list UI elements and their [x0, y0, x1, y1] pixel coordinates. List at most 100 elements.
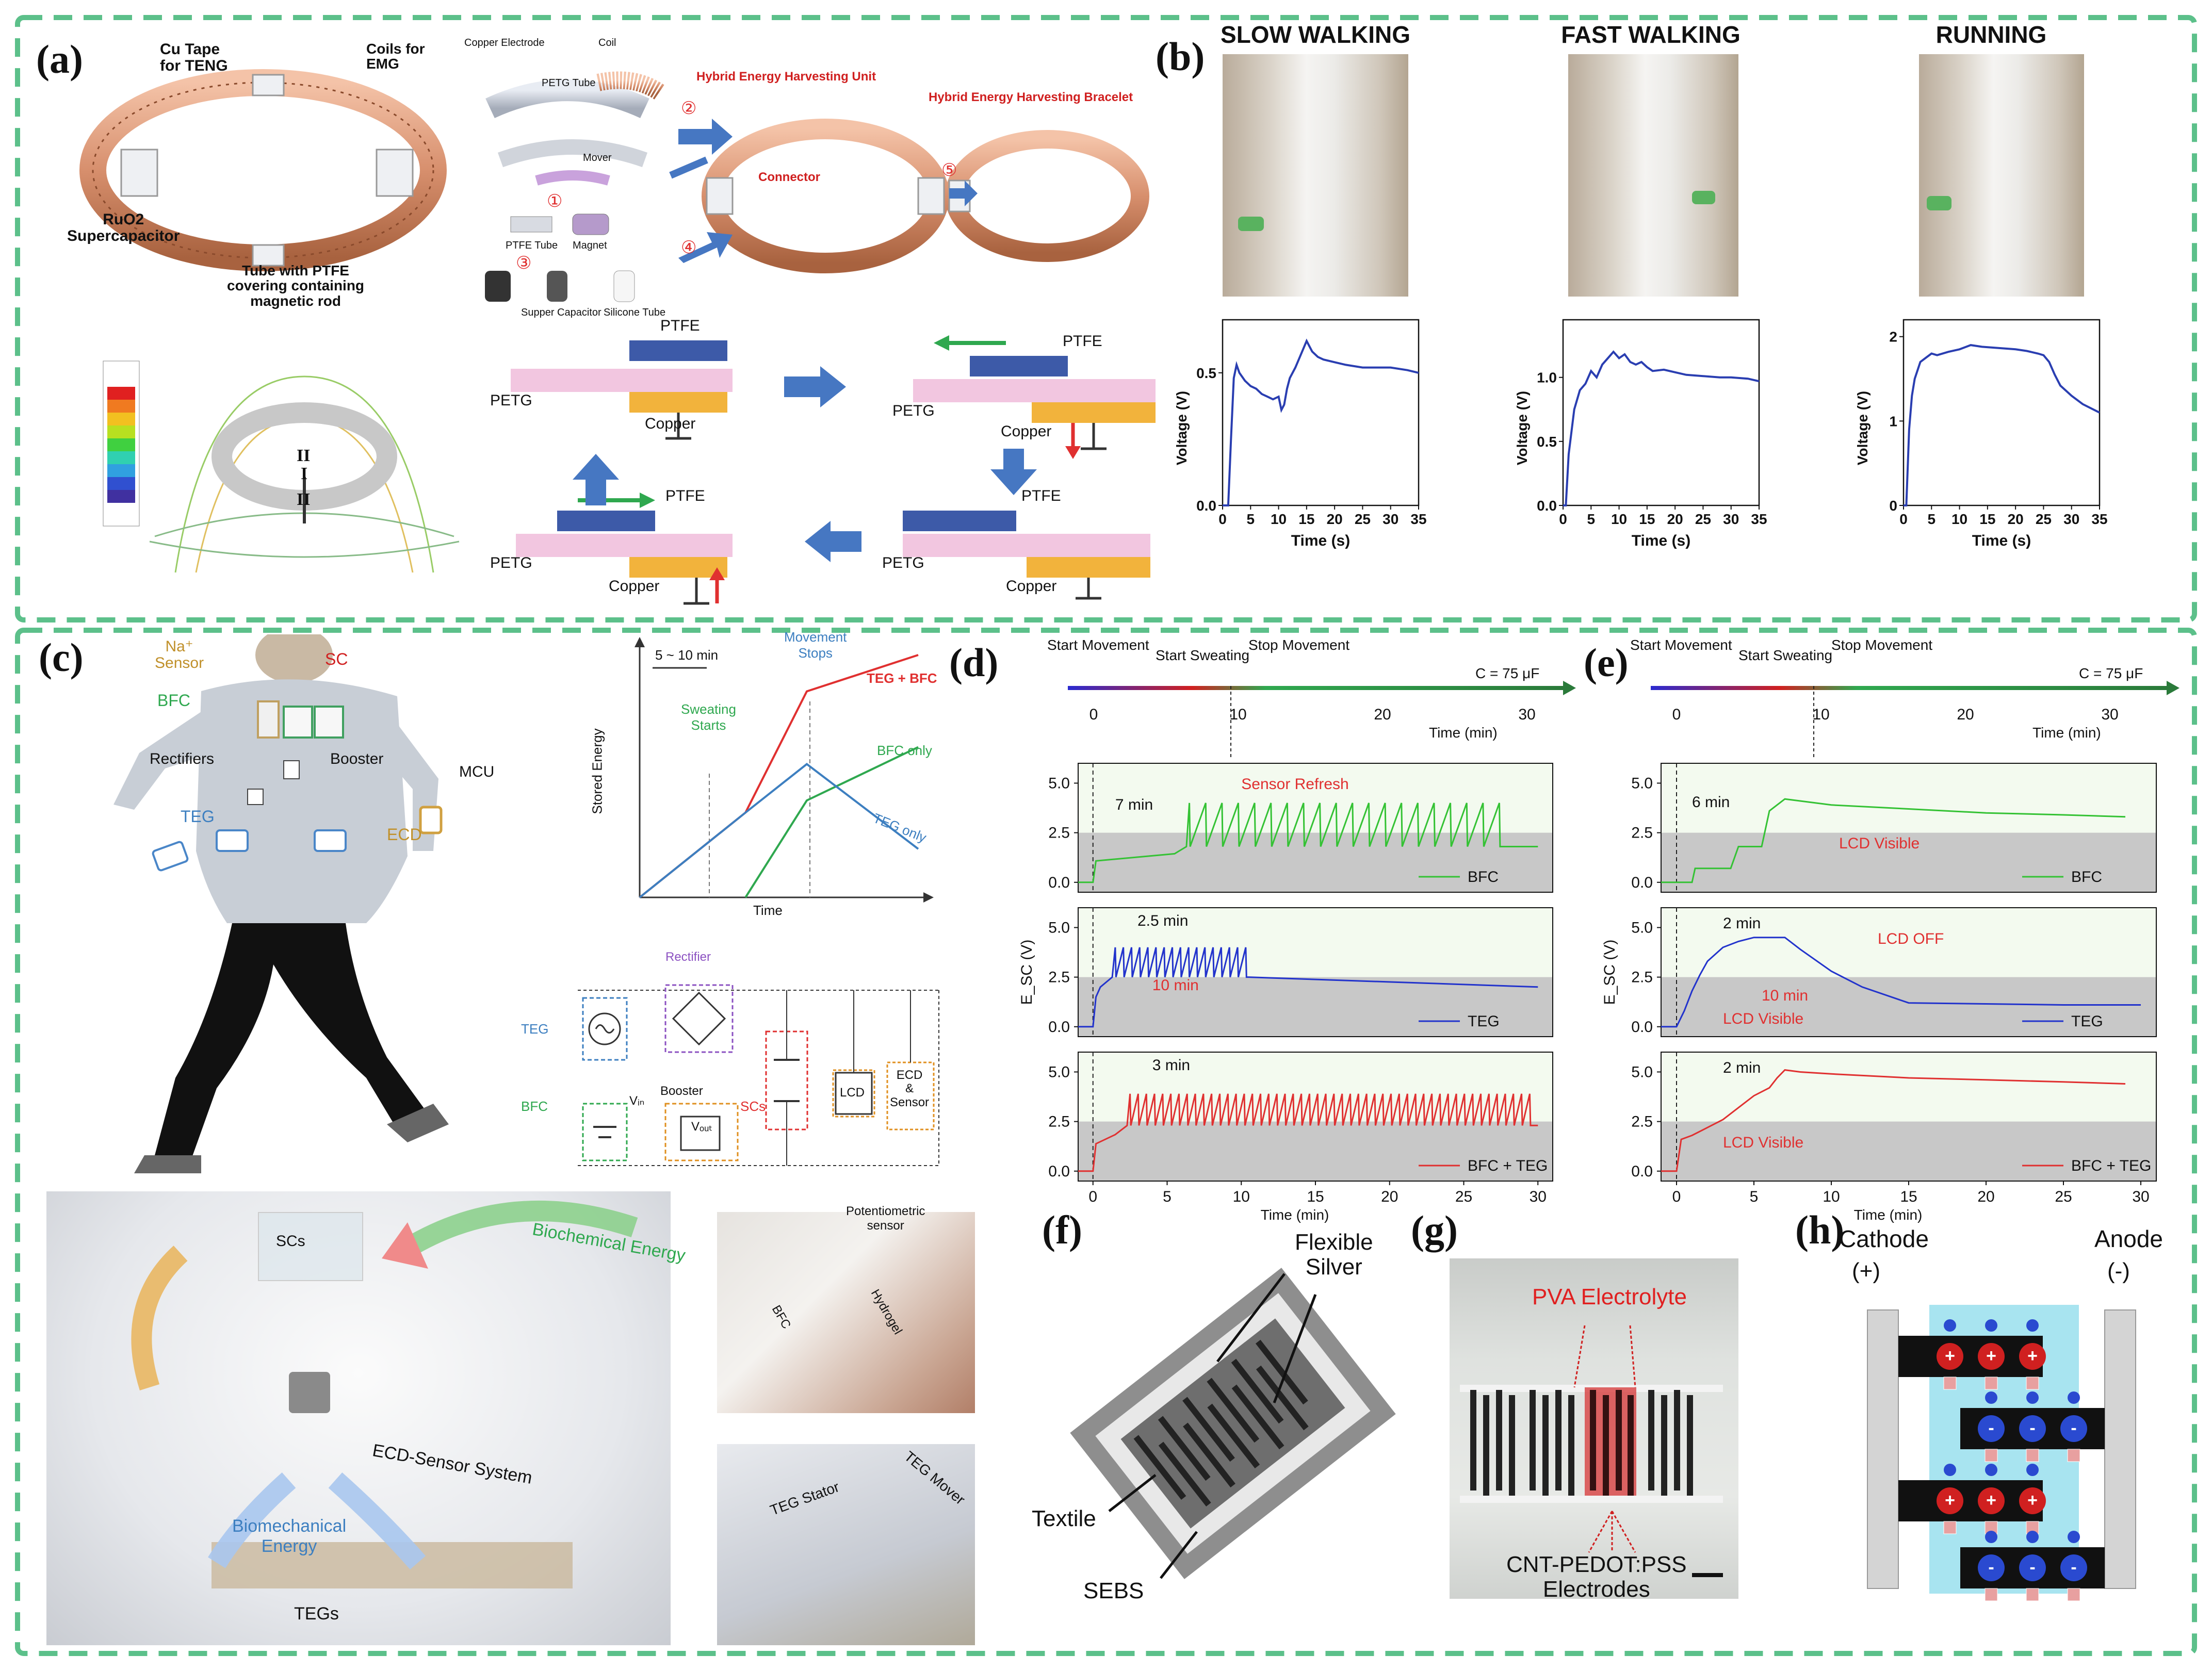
- ion-sign: +: [1945, 1490, 1955, 1510]
- teng4-petg: PETG: [490, 554, 532, 571]
- small-anion-icon: [1985, 1391, 1997, 1404]
- series-line: [1078, 802, 1538, 883]
- timeline-tick: 0: [1672, 706, 1681, 723]
- y-tick-label: 5.0: [1631, 919, 1653, 936]
- ann-lcd-visible-1: LCD Visible: [1839, 835, 1920, 852]
- anion-icon: [1978, 1554, 2005, 1581]
- chart-frame: [1661, 763, 2157, 893]
- h-cathode-plus: (+): [1852, 1258, 1880, 1284]
- f-textile: Textile: [1032, 1506, 1096, 1531]
- x-tick-label: 20: [1667, 511, 1683, 527]
- teng1-ptfe: PTFE: [660, 317, 700, 334]
- x-tick-label: 35: [1751, 511, 1767, 527]
- panel-label-g: (g): [1411, 1207, 1458, 1252]
- y-tick-label: 2.5: [1631, 825, 1653, 842]
- timeline-arrow: [1563, 681, 1576, 695]
- y-tick-label: 0.5: [1537, 434, 1557, 450]
- legend-label: BFC: [1468, 869, 1499, 886]
- panel-label-c: (c): [39, 635, 84, 680]
- cation-icon: [1978, 1487, 2005, 1514]
- f-device: [1070, 1268, 1396, 1579]
- magnetic-field-sim: [103, 361, 460, 573]
- x-tick-label: 15: [1298, 511, 1314, 527]
- y-tick-label: 0.0: [1631, 874, 1653, 891]
- ion-sign: +: [1986, 1346, 1996, 1366]
- timeline-capacitance: C = 75 μF: [2079, 665, 2143, 681]
- timeline-tick: 30: [2101, 706, 2118, 723]
- x-tick-label: 5: [1246, 511, 1255, 527]
- small-anion-icon: [2068, 1391, 2080, 1404]
- label-roman-two-bottom: II: [297, 490, 311, 509]
- circuit-vin: Vᵢₙ: [629, 1094, 645, 1108]
- timeline-stop-movement: Stop Movement: [1831, 637, 1932, 653]
- ion-sign: +: [1986, 1490, 1996, 1510]
- label-ptfe-tube: PTFE Tube: [506, 240, 558, 251]
- ann-seven-min: 7 min: [1115, 796, 1153, 813]
- y-tick-label: 0.5: [1196, 365, 1216, 381]
- energy-sweating: Sweating Starts: [681, 701, 736, 733]
- ion-sign: +: [2027, 1490, 2038, 1510]
- series-line: [1661, 798, 2126, 883]
- ann-three-min: 3 min: [1152, 1057, 1190, 1074]
- energy-stops: Movement Stops: [784, 629, 847, 661]
- photo-slow-walking: [1223, 54, 1408, 297]
- panel-f: (f) Flexible Silver Textile SEBS: [1027, 1202, 1419, 1645]
- voltage-line: [1563, 350, 1760, 506]
- circuit-vout: Vₒᵤₜ: [691, 1120, 713, 1134]
- circuit-bfc: BFC: [521, 1099, 548, 1114]
- label-step2: ②: [681, 99, 697, 118]
- wristband-3: [1927, 196, 1951, 210]
- panel-g: (g) PVA Electrolyte CNT-PEDOT:PSS Electr…: [1408, 1202, 1759, 1645]
- teng1-petg: PETG: [490, 392, 532, 409]
- energy-interval: 5 ~ 10 min: [655, 647, 719, 663]
- x-tick-label: 25: [1355, 511, 1371, 527]
- label-step3: ③: [516, 253, 532, 273]
- x-tick-label: 20: [2008, 511, 2024, 527]
- x-tick-label: 15: [1639, 511, 1655, 527]
- y-tick-label: 0.0: [1196, 498, 1216, 514]
- label-step1: ①: [547, 191, 563, 211]
- circuit-booster: Booster: [660, 1084, 703, 1098]
- label-supper-capacitor: Supper Capacitor: [521, 307, 601, 318]
- circuit-diagram: [578, 984, 939, 1166]
- x-tick-label: 30: [2063, 511, 2079, 527]
- y-tick-label: 0: [1889, 498, 1897, 514]
- y-tick-label: 5.0: [1631, 775, 1653, 792]
- energy-legend-bfc: BFC only: [877, 743, 932, 758]
- x-axis-label: Time (s): [1632, 532, 1690, 549]
- small-anion-icon: [1985, 1319, 1997, 1332]
- energy-ylabel: Stored Energy: [589, 728, 605, 814]
- y-tick-label: 1.0: [1537, 370, 1557, 386]
- x-tick-label: 30: [1530, 1188, 1547, 1205]
- c-sc: SC: [325, 650, 348, 668]
- panel-a-drawing: [79, 69, 1156, 605]
- y-axis-label: Voltage (V): [1855, 391, 1871, 465]
- label-coil: Coil: [598, 37, 616, 48]
- anion-icon: [2060, 1554, 2087, 1581]
- x-tick-label: 10: [1611, 511, 1627, 527]
- timeline-capacitance: C = 75 μF: [1475, 665, 1539, 681]
- y-tick-label: 0.0: [1631, 1019, 1653, 1036]
- label-tube: Tube with PTFE covering containing magne…: [227, 263, 365, 309]
- circuit-rectifier: Rectifier: [665, 950, 711, 964]
- y-axis-label: E_SC (V): [1018, 940, 1035, 1005]
- wristband-1: [1238, 217, 1264, 231]
- label-roman-one: I: [301, 464, 308, 483]
- threshold-band: [1661, 1121, 2156, 1181]
- label-petg-tube: PETG Tube: [542, 77, 596, 89]
- small-cation-icon: [1985, 1449, 1998, 1462]
- timeline-unit: Time (min): [2032, 725, 2101, 741]
- ion-sign: +: [1945, 1346, 1955, 1366]
- timeline-unit: Time (min): [1429, 725, 1498, 741]
- chart-frame: [1078, 763, 1553, 893]
- legend-label: BFC: [2071, 869, 2102, 886]
- panel-label-b: (b): [1156, 34, 1205, 79]
- small-cation-icon: [1985, 1377, 1998, 1390]
- small-anion-icon: [1985, 1531, 1997, 1543]
